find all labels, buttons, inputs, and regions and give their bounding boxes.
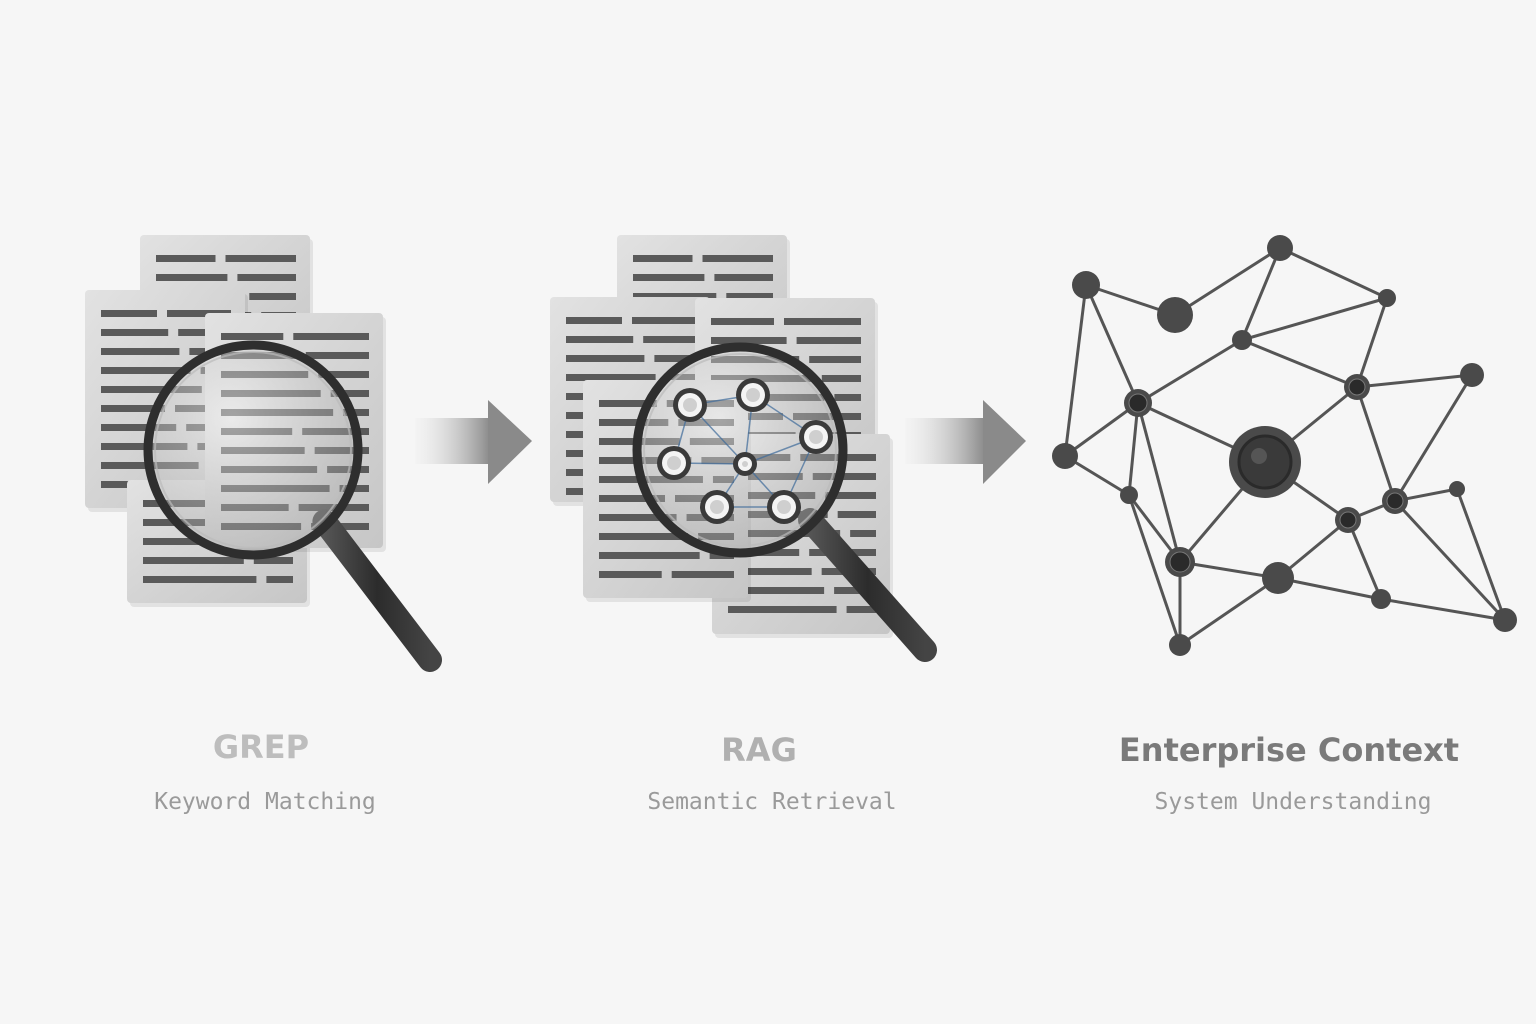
graph-node (1371, 589, 1391, 609)
graph-node (1072, 271, 1100, 299)
graph-edge (1084, 284, 1140, 404)
rag-illustration (550, 235, 937, 662)
stage-title-enterprise-context: Enterprise Context (1118, 731, 1460, 769)
graph-edge (1277, 576, 1382, 601)
arrow-right-icon (905, 400, 1026, 484)
graph-node (1449, 481, 1465, 497)
graph-edge (1241, 338, 1358, 389)
knowledge-graph-icon (1052, 235, 1517, 656)
graph-node (1378, 289, 1396, 307)
graph-node (1052, 443, 1078, 469)
graph-edge (1179, 560, 1279, 580)
graph-edge (1355, 386, 1397, 502)
graph-node (1493, 608, 1517, 632)
graph-edge (1240, 247, 1282, 341)
stage-subtitle-enterprise-context: System Understanding (1154, 789, 1432, 815)
graph-edge (1179, 576, 1279, 647)
graph-edge (1127, 494, 1182, 646)
graph-node (1460, 363, 1484, 387)
stage-title-grep: GREP (212, 728, 310, 766)
graph-edge (1137, 338, 1243, 405)
stage-title-rag: RAG (721, 731, 797, 769)
stage-subtitle-rag: Semantic Retrieval (647, 789, 897, 815)
graph-node (1267, 235, 1293, 261)
stage-subtitle-grep: Keyword Matching (154, 789, 376, 815)
graph-edge (1063, 284, 1088, 457)
graph-edge (1393, 499, 1507, 622)
graph-edge (1356, 373, 1473, 389)
graph-edge (1380, 597, 1506, 622)
graph-node (1232, 330, 1252, 350)
graph-edge (1346, 519, 1383, 600)
magnifier-icon (143, 340, 442, 672)
arrow-right-icon (415, 400, 532, 484)
graph-node (1120, 486, 1138, 504)
graph-node (1262, 562, 1294, 594)
graph-edge (1174, 246, 1281, 317)
graph-edge (1064, 401, 1139, 458)
graph-edge (1355, 297, 1389, 388)
grep-illustration (85, 235, 442, 672)
graph-node (1157, 297, 1193, 333)
graph-edge (1136, 402, 1182, 563)
graph-node (1169, 634, 1191, 656)
graph-edge (1127, 402, 1140, 496)
graph-edge (1279, 246, 1388, 300)
graph-edge (1393, 374, 1474, 502)
graph-edge (1455, 488, 1507, 621)
graph-edge (1241, 296, 1388, 342)
